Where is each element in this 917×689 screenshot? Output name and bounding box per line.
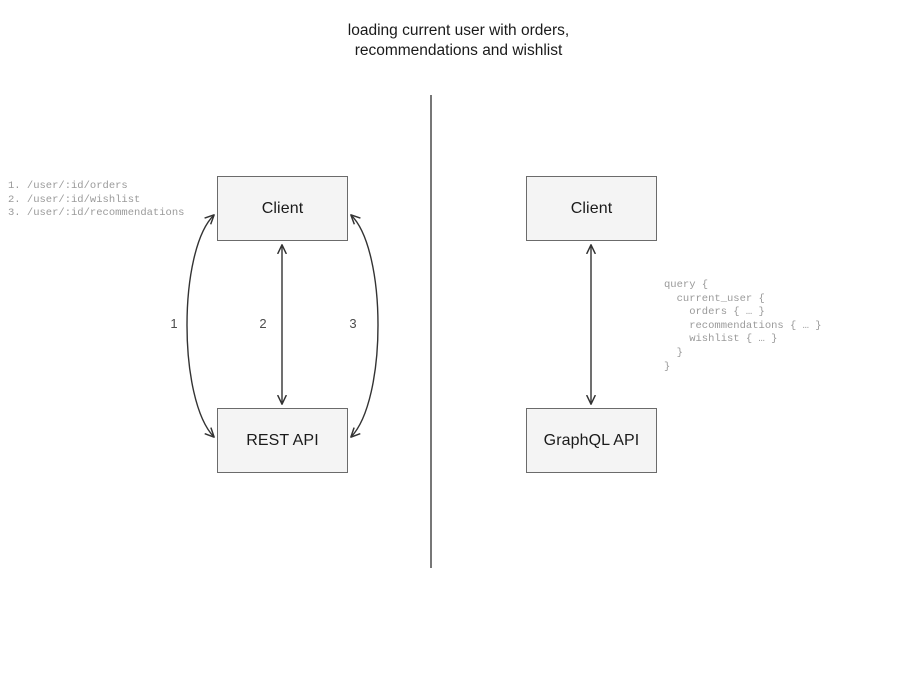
node-rest-api[interactable]: REST API xyxy=(217,408,348,473)
edge-label-1: 1 xyxy=(170,316,178,331)
node-graphql-api[interactable]: GraphQL API xyxy=(526,408,657,473)
edge-label-2: 2 xyxy=(259,316,267,331)
rest-endpoints-annotation: 1. /user/:id/orders 2. /user/:id/wishlis… xyxy=(8,180,185,220)
node-client-rest[interactable]: Client xyxy=(217,176,348,241)
node-label: Client xyxy=(261,199,304,217)
graphql-query-annotation: query { current_user { orders { … } reco… xyxy=(664,279,822,373)
node-label: GraphQL API xyxy=(543,431,640,449)
node-label: REST API xyxy=(246,431,319,449)
edge-3-client-rest xyxy=(351,215,379,437)
diagram-title: loading current user with orders, recomm… xyxy=(347,22,570,59)
node-label: Client xyxy=(570,199,613,217)
node-client-graphql[interactable]: Client xyxy=(526,176,657,241)
edge-1-client-rest xyxy=(186,215,214,437)
edge-label-3: 3 xyxy=(349,316,357,331)
